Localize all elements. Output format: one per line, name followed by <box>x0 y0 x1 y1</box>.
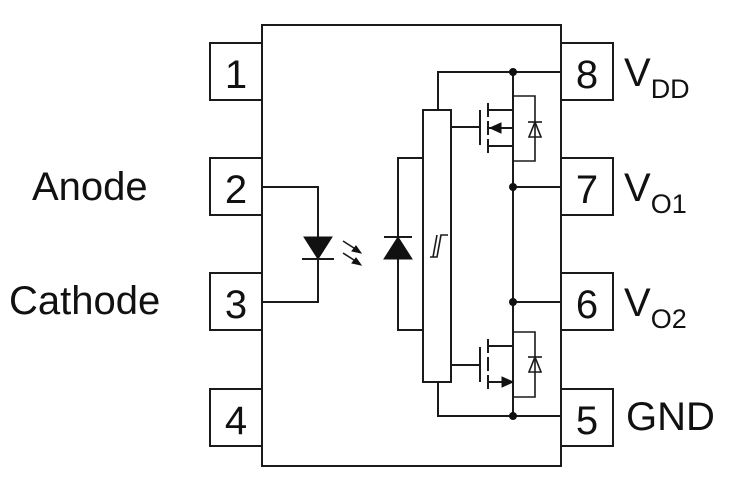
pin-1-box <box>209 42 263 101</box>
body-diode-icon <box>513 95 543 162</box>
pin-5: 5 <box>560 388 614 447</box>
nmos-transistor-icon <box>479 332 515 397</box>
pin-8-box <box>560 42 614 101</box>
pin-2-box <box>209 157 263 216</box>
pin-2: 2 <box>209 157 263 216</box>
pin-3-number: 3 <box>225 283 247 327</box>
pin-1: 1 <box>209 42 263 101</box>
pin-2-number: 2 <box>225 168 247 212</box>
junction-dot-vo1 <box>509 183 517 191</box>
pin-5-box <box>560 388 614 447</box>
pin-4-number: 4 <box>225 399 247 443</box>
pin-4-box <box>209 388 263 447</box>
schmitt-amplifier-block <box>422 109 452 383</box>
pin-8-number: 8 <box>576 53 598 97</box>
vo2-label: VO2 <box>624 281 687 334</box>
vdd-rail <box>437 71 561 110</box>
pin-5-number: 5 <box>576 399 598 443</box>
pin-4: 4 <box>209 388 263 447</box>
body-diode-icon <box>513 331 543 398</box>
photodiode-icon <box>383 236 413 260</box>
anode-label: Anode <box>32 165 148 209</box>
anode-wire <box>262 186 319 237</box>
pin-6-number: 6 <box>576 283 598 327</box>
light-emission-arrows-icon <box>342 240 363 266</box>
pmos-transistor-icon <box>479 96 514 161</box>
vdd-label: VDD <box>624 51 690 104</box>
pin-7-number: 7 <box>576 168 598 212</box>
pin-3-box <box>209 272 263 331</box>
junction-dot-vdd <box>509 68 517 76</box>
package-body <box>261 24 562 467</box>
junction-dot-vo2 <box>509 298 517 306</box>
cathode-label: Cathode <box>9 279 160 323</box>
pin-1-number: 1 <box>225 53 247 97</box>
pin-6: 6 <box>560 272 614 331</box>
pin-7: 7 <box>560 157 614 216</box>
vo1-label: VO1 <box>624 166 687 219</box>
pin-3: 3 <box>209 272 263 331</box>
pin-8: 8 <box>560 42 614 101</box>
pin-6-box <box>560 272 614 331</box>
led-icon <box>302 236 334 260</box>
schmitt-trigger-icon <box>430 234 448 258</box>
junction-dot-gnd <box>509 412 517 420</box>
cathode-wire <box>262 259 319 303</box>
gnd-label: GND <box>626 395 715 439</box>
gnd-rail <box>437 382 561 417</box>
